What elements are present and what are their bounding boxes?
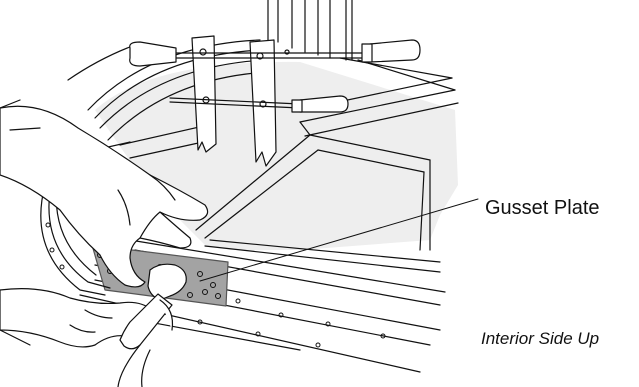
orientation-note: Interior Side Up — [481, 329, 599, 349]
gusset-plate-label: Gusset Plate — [485, 197, 600, 220]
vertical-stiles — [268, 0, 352, 60]
